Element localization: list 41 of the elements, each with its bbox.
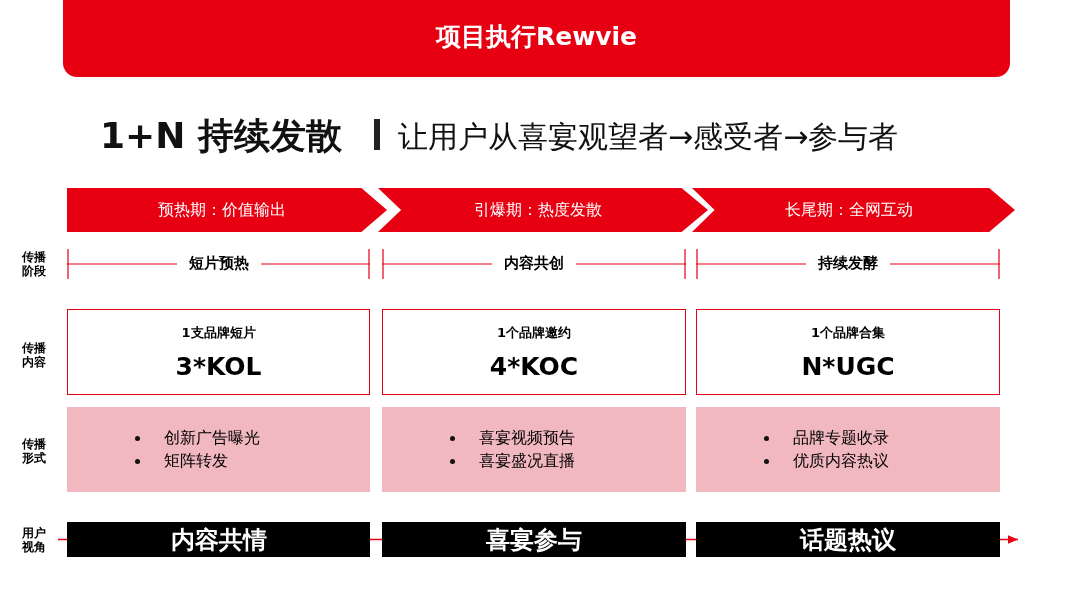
row-header: 传播阶段 [22, 250, 47, 278]
subtitle-heading: 1+N 持续发散 [100, 114, 342, 158]
bullet-item: 喜宴视频预告 [479, 427, 575, 449]
stage-label: 内容共创 [492, 254, 576, 272]
stage-label: 短片预热 [176, 254, 261, 272]
bullet-item: 矩阵转发 [163, 450, 228, 472]
arrow [999, 535, 1019, 544]
stage-heading: 长尾期：全网互动 [784, 199, 914, 221]
content-count: 4*KOC [489, 351, 579, 381]
content-heading: 1个品牌合集 [810, 323, 885, 342]
perspective-box [67, 522, 370, 557]
subtitle-text: 让用户从喜宴观望者→感受者→参与者 [398, 118, 899, 156]
content-box [696, 309, 1000, 395]
chevron-banner [67, 188, 387, 232]
content-heading: 1个品牌邀约 [496, 323, 571, 342]
format-box [382, 407, 686, 492]
format-box [67, 407, 370, 492]
title-text: 项目执行Rewvie [434, 21, 639, 53]
content-count: N*UGC [801, 351, 895, 381]
bullet-item: 喜宴盛况直播 [479, 450, 575, 472]
content-box [67, 309, 370, 395]
row-header: 传播内容 [22, 341, 47, 369]
bullet-item: 创新广告曝光 [163, 427, 260, 449]
perspective-text: 喜宴参与 [486, 524, 582, 556]
row-header: 传播形式 [22, 437, 47, 465]
perspective-box [696, 522, 1000, 557]
perspective-box [382, 522, 686, 557]
stage-heading: 引爆期：热度发散 [474, 199, 603, 221]
chevron-banner [378, 188, 708, 232]
bullet-item: 优质内容热议 [793, 450, 889, 472]
content-count: 3*KOL [175, 351, 262, 381]
format-box [696, 407, 1000, 492]
content-heading: 1支品牌短片 [181, 323, 256, 342]
chevron-banner [692, 188, 1015, 232]
bullet-item: 品牌专题收录 [793, 427, 889, 449]
perspective-text: 话题热议 [800, 524, 896, 556]
stage-heading: 预热期：价值输出 [158, 199, 287, 221]
perspective-text: 内容共情 [170, 524, 267, 556]
row-header: 用户视角 [22, 526, 47, 554]
stage-label: 持续发酵 [806, 254, 890, 272]
content-box [382, 309, 686, 395]
